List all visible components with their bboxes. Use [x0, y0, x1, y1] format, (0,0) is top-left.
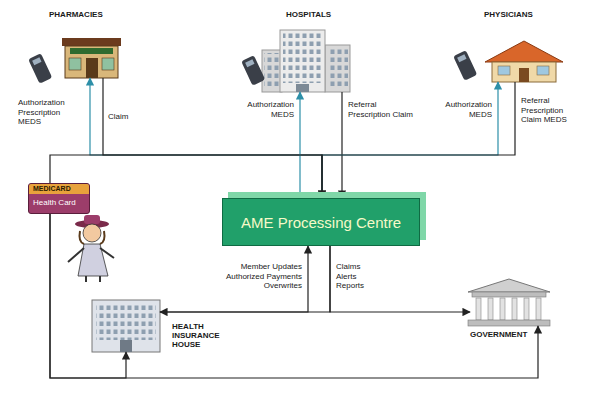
- physician-house-icon: [485, 41, 563, 82]
- node-title: HOSPITALS: [286, 10, 331, 19]
- card-text: Health Card: [29, 194, 89, 209]
- node-title: GOVERNMENT: [470, 330, 527, 339]
- flow-connector: [160, 246, 330, 312]
- card-text: MEDICARD: [29, 184, 89, 194]
- flow-connector: [299, 92, 300, 198]
- government-node: GOVERNMENT: [470, 280, 548, 326]
- card-reader-icon: [28, 53, 52, 83]
- node-title: PHYSICIANS: [484, 10, 533, 19]
- card-reader-icon: [241, 55, 265, 85]
- node-title: PHARMACIES: [49, 10, 103, 19]
- flow-label: Member Updates Authorized Payments Overw…: [216, 262, 302, 291]
- flow-label: Referral Prescription Claim: [348, 100, 414, 119]
- insurance-node: HEALTH INSURANCE HOUSE: [92, 300, 160, 352]
- processing-centre-box: AME Processing Centre: [222, 198, 420, 246]
- card-reader-icon: [453, 50, 477, 80]
- flow-connector: [330, 246, 470, 312]
- physician-node: PHYSICIANS: [488, 42, 560, 82]
- pharmacy-node: PHARMACIES: [65, 38, 118, 78]
- flow-label: Authorization Prescription MEDS: [18, 98, 84, 127]
- member-figure: [68, 215, 114, 282]
- flow-connector: [90, 78, 322, 198]
- flow-connector: [322, 82, 498, 198]
- flow-connector: [50, 214, 126, 378]
- health-card: MEDICARDHealth Card: [28, 183, 90, 214]
- flow-connector: [341, 92, 342, 198]
- hospital-node: HOSPITALS: [262, 30, 350, 92]
- flow-connector: [160, 246, 308, 312]
- node-title: HEALTH INSURANCE HOUSE: [172, 322, 228, 350]
- flow-label: Claim: [108, 112, 148, 122]
- box-label: AME Processing Centre: [241, 214, 401, 231]
- government-building-icon: [468, 279, 550, 326]
- flow-label: Referral Prescription Claim MEDS: [521, 96, 573, 125]
- flow-label: Claims Alerts Reports: [336, 262, 376, 291]
- flow-label: Authorization MEDS: [238, 100, 294, 119]
- hospital-icon: [262, 30, 350, 92]
- pharmacy-icon: [62, 38, 121, 78]
- flow-connector: [322, 82, 515, 198]
- insurance-building-icon: [92, 300, 160, 352]
- flow-connector: [103, 78, 322, 198]
- flow-label: Authorization MEDS: [428, 100, 492, 119]
- flow-connector: [50, 155, 322, 198]
